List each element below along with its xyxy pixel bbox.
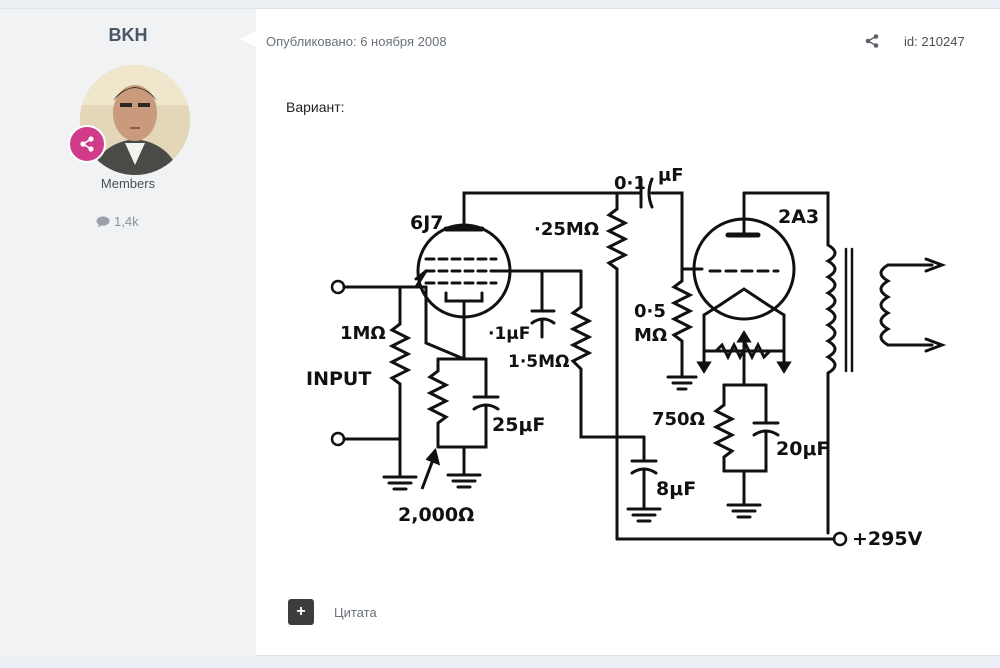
label-cap-coupling-unit: μF	[658, 165, 684, 186]
label-r-grid-in: 1MΩ	[340, 323, 386, 344]
label-tube1: 6J7	[410, 212, 444, 234]
author-group: Members	[100, 176, 156, 191]
label-r-plate: ·25MΩ	[534, 219, 599, 240]
group-badge	[68, 125, 106, 163]
label-r-grid2-a: 0·5	[634, 301, 666, 322]
posts-count: 1,4k	[96, 214, 139, 229]
label-r-cathode2: 750Ω	[652, 409, 705, 430]
label-cap-cathode2: 20μF	[776, 438, 829, 460]
label-tube2: 2A3	[778, 206, 819, 228]
post-date[interactable]: Опубликовано: 6 ноября 2008	[266, 34, 447, 49]
label-r-screen: 1·5MΩ	[508, 352, 569, 372]
label-input: INPUT	[306, 368, 371, 390]
posts-count-value: 1,4k	[114, 214, 139, 229]
label-cap-filter: 8μF	[656, 478, 696, 500]
post-id: id: 210247	[904, 34, 965, 49]
share-nodes-icon	[80, 136, 94, 152]
quote-button[interactable]: Цитата	[334, 605, 377, 620]
author-panel: BKH Members	[0, 9, 256, 657]
label-cap-coupling: 0·1	[614, 173, 646, 194]
avatar[interactable]	[80, 65, 190, 175]
share-icon[interactable]	[864, 33, 880, 49]
author-name[interactable]: BKH	[108, 25, 148, 45]
multiquote-button[interactable]: +	[288, 599, 314, 625]
label-supply: +295V	[852, 528, 923, 550]
post-arrow	[240, 31, 256, 47]
amplifier-schematic: 6J7 2A3 0·1 μF ·25MΩ 1MΩ INPUT ·1μF 1·5M…	[306, 165, 947, 550]
comment-icon	[96, 215, 110, 227]
label-r-cathode1: 2,000Ω	[398, 504, 474, 526]
forum-post: BKH Members	[0, 8, 1000, 657]
label-cap-cathode1: 25μF	[492, 414, 545, 436]
label-cap-screen: ·1μF	[488, 324, 530, 344]
label-r-grid2-b: MΩ	[634, 325, 667, 346]
post-text: Вариант:	[286, 99, 345, 115]
